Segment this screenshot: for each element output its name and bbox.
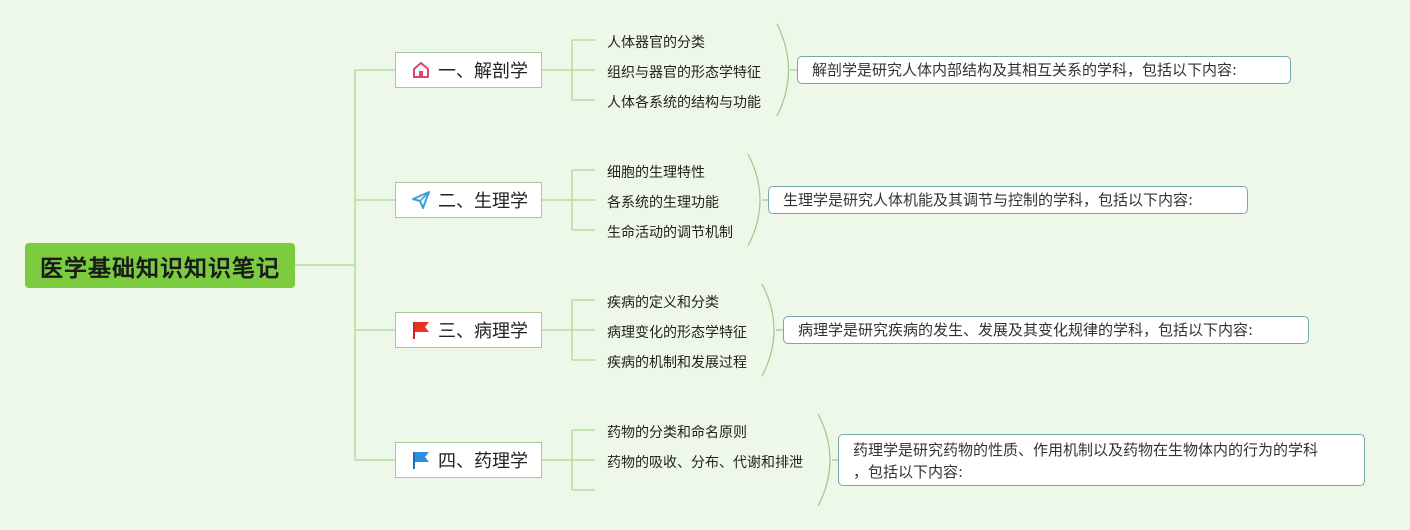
leaf-item[interactable]: 各系统的生理功能	[607, 195, 719, 211]
brace-3	[761, 283, 783, 377]
branch-label: 一、解剖学	[438, 61, 528, 82]
summary-box[interactable]: 病理学是研究疾病的发生、发展及其变化规律的学科，包括以下内容:	[783, 316, 1309, 344]
send-icon	[410, 189, 432, 211]
branch-physiology[interactable]: 二、生理学	[395, 182, 542, 218]
branch-label: 四、药理学	[438, 451, 528, 472]
leaf-item[interactable]: 组织与器官的形态学特征	[607, 65, 761, 81]
summary-text: 病理学是研究疾病的发生、发展及其变化规律的学科，包括以下内容:	[798, 321, 1254, 339]
brace-2	[747, 153, 768, 247]
leaf-item[interactable]: 疾病的定义和分类	[607, 295, 719, 311]
branch-anatomy[interactable]: 一、解剖学	[395, 52, 542, 88]
leaf-item[interactable]: 生命活动的调节机制	[607, 225, 733, 241]
summary-text: 解剖学是研究人体内部结构及其相互关系的学科，包括以下内容:	[812, 61, 1238, 79]
blue-flag-icon	[410, 449, 432, 471]
leaf-item[interactable]: 病理变化的形态学特征	[607, 325, 747, 341]
brace-1	[776, 23, 797, 117]
summary-box[interactable]: 解剖学是研究人体内部结构及其相互关系的学科，包括以下内容:	[797, 56, 1291, 84]
branch-pathology[interactable]: 三、病理学	[395, 312, 542, 348]
root-node[interactable]: 医学基础知识知识笔记	[25, 243, 295, 288]
summary-text-line-1: 药理学是研究药物的性质、作用机制以及药物在生物体内的行为的学科	[853, 441, 1319, 459]
root-title: 医学基础知识知识笔记	[40, 255, 280, 282]
leaf-item[interactable]: 人体各系统的结构与功能	[607, 95, 761, 111]
home-icon	[410, 59, 432, 81]
leaf-item[interactable]: 疾病的机制和发展过程	[607, 355, 747, 371]
brace-4	[817, 413, 838, 507]
red-flag-icon	[410, 319, 432, 341]
leaf-item[interactable]: 药物的分类和命名原则	[607, 425, 747, 441]
branch-pharmacology[interactable]: 四、药理学	[395, 442, 542, 478]
summary-box[interactable]: 生理学是研究人体机能及其调节与控制的学科，包括以下内容:	[768, 186, 1248, 214]
branch-label: 三、病理学	[438, 321, 528, 342]
branch-label: 二、生理学	[438, 191, 528, 212]
leaf-item[interactable]: 药物的吸收、分布、代谢和排泄	[607, 455, 803, 471]
summary-box[interactable]: 药理学是研究药物的性质、作用机制以及药物在生物体内的行为的学科 ，包括以下内容:	[838, 434, 1365, 486]
summary-text-line-2: ，包括以下内容:	[853, 463, 964, 481]
leaf-item[interactable]: 细胞的生理特性	[607, 165, 705, 181]
summary-text: 生理学是研究人体机能及其调节与控制的学科，包括以下内容:	[783, 191, 1194, 209]
leaf-item[interactable]: 人体器官的分类	[607, 35, 705, 51]
